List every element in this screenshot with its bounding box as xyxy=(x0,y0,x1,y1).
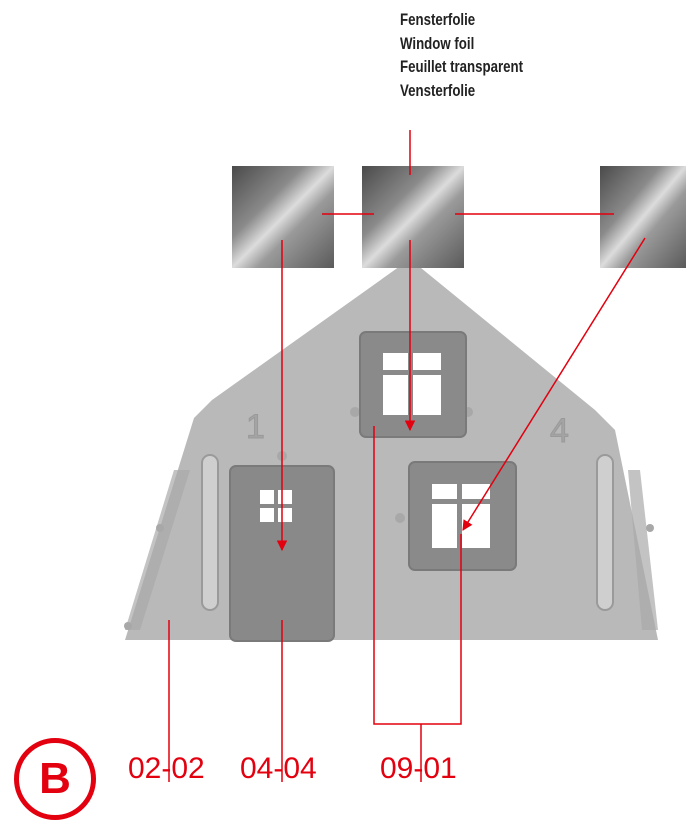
wall-number-left: 1 xyxy=(246,408,265,446)
window-foil-right xyxy=(600,166,686,268)
house-wall-panel xyxy=(124,259,658,640)
part-number-door: 04-04 xyxy=(240,752,317,786)
upper-window-frame xyxy=(360,332,466,437)
lower-window-frame xyxy=(409,462,516,570)
part-number-window-frame: 09-01 xyxy=(380,752,457,786)
step-badge: B xyxy=(14,738,96,820)
window-foil-left xyxy=(232,166,334,268)
wall-number-right: 4 xyxy=(550,412,569,450)
window-foil-center xyxy=(362,166,464,268)
part-number-side-wall: 02-02 xyxy=(128,752,205,786)
